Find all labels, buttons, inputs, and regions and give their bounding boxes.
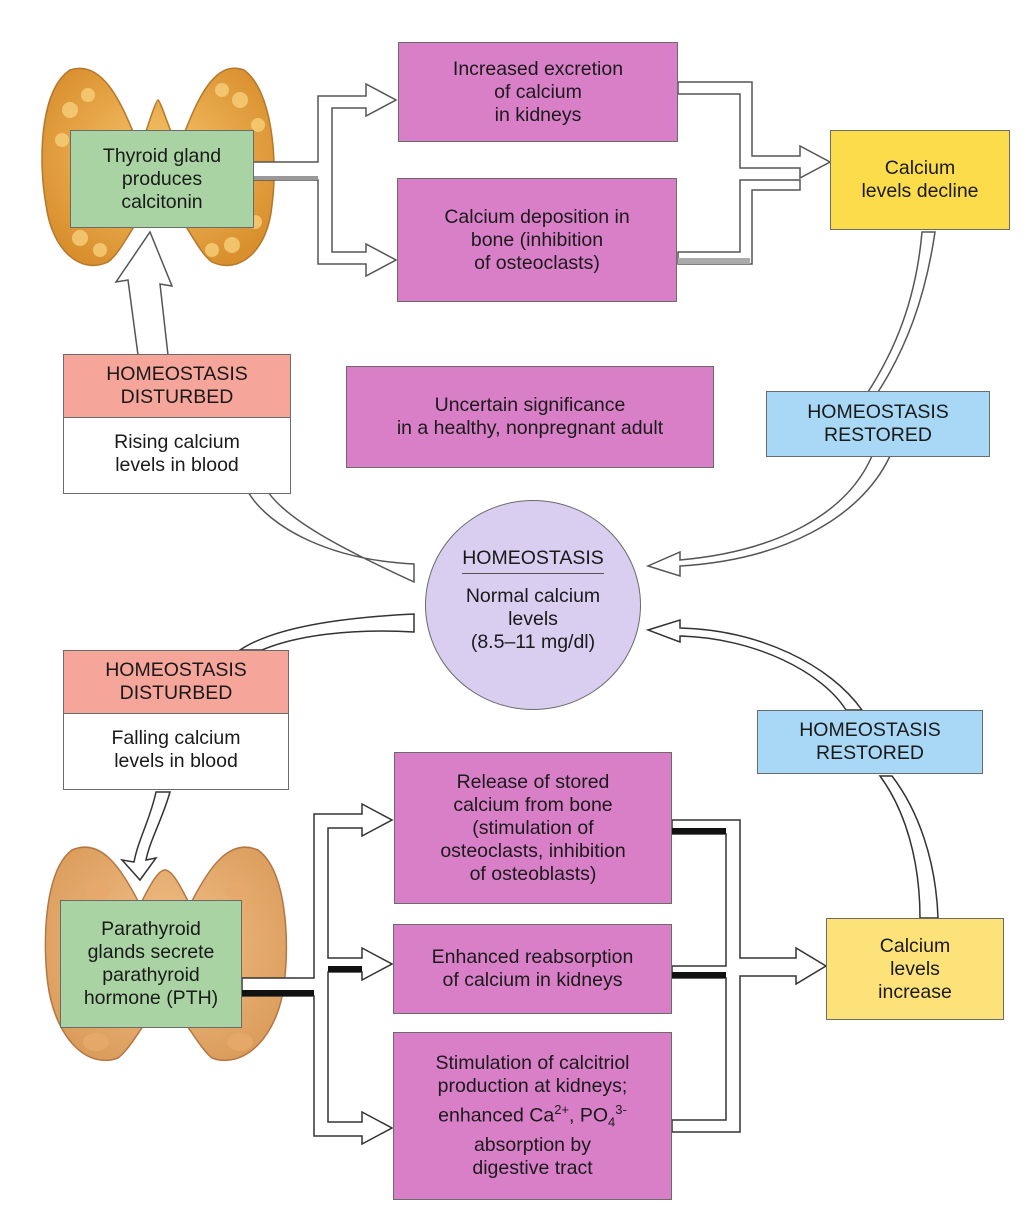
calcitriol-line-5: digestive tract bbox=[472, 1156, 593, 1179]
calcitriol-box: Stimulation of calcitriol production at … bbox=[393, 1032, 672, 1200]
calcitriol-line-1: Stimulation of calcitriol bbox=[435, 1052, 630, 1075]
homeostasis-disturbed-falling: HOMEOSTASIS DISTURBED Falling calcium le… bbox=[63, 650, 289, 790]
uncertain-significance-box: Uncertain significance in a healthy, non… bbox=[346, 366, 714, 468]
homeostasis-header: HOMEOSTASIS bbox=[462, 547, 604, 569]
homeostasis-disturbed-rising: HOMEOSTASIS DISTURBED Rising calcium lev… bbox=[63, 354, 291, 494]
disturbed-body-rising: Rising calcium levels in blood bbox=[114, 431, 240, 476]
calcitriol-line-3: enhanced Ca2+, PO43- bbox=[438, 1102, 627, 1130]
homeostasis-restored-top: HOMEOSTASIS RESTORED bbox=[766, 391, 990, 457]
calcium-increase-text: Calcium levels increase bbox=[878, 934, 952, 1003]
disturbed-body-falling: Falling calcium levels in blood bbox=[111, 727, 241, 772]
excretion-text: Increased excretion of calcium in kidney… bbox=[452, 57, 624, 126]
homeostasis-restored-bottom: HOMEOSTASIS RESTORED bbox=[757, 710, 983, 774]
deposition-text: Calcium deposition in bone (inhibition o… bbox=[444, 205, 630, 274]
parathyroid-box: Parathyroid glands secrete parathyroid h… bbox=[60, 900, 242, 1028]
calcium-decline-text: Calcium levels decline bbox=[861, 157, 979, 202]
disturbed-header-rising: HOMEOSTASIS DISTURBED bbox=[64, 355, 290, 418]
thyroid-box: Thyroid gland produces calcitonin bbox=[70, 130, 254, 228]
restored-text-bottom: HOMEOSTASIS RESTORED bbox=[799, 719, 941, 764]
calcium-increase-box: Calcium levels increase bbox=[826, 918, 1004, 1020]
disturbed-header-falling: HOMEOSTASIS DISTURBED bbox=[64, 651, 288, 714]
release-calcium-box: Release of stored calcium from bone (sti… bbox=[394, 752, 672, 904]
restored-text-top: HOMEOSTASIS RESTORED bbox=[807, 401, 949, 446]
homeostasis-normal-levels: HOMEOSTASIS Normal calcium levels (8.5–1… bbox=[425, 500, 641, 710]
uncertain-significance-text: Uncertain significance in a healthy, non… bbox=[396, 394, 664, 439]
calcium-decline-box: Calcium levels decline bbox=[830, 130, 1010, 230]
release-calcium-text: Release of stored calcium from bone (sti… bbox=[440, 770, 626, 885]
reabsorption-text: Enhanced reabsorption of calcium in kidn… bbox=[431, 946, 634, 991]
calcitriol-line-4: absorption by bbox=[473, 1133, 592, 1156]
reabsorption-box: Enhanced reabsorption of calcium in kidn… bbox=[393, 924, 672, 1014]
deposition-box: Calcium deposition in bone (inhibition o… bbox=[397, 178, 677, 302]
bottom-loop-arrows bbox=[120, 613, 939, 1146]
excretion-box: Increased excretion of calcium in kidney… bbox=[398, 42, 678, 142]
calcitriol-line-2: production at kidneys; bbox=[437, 1075, 628, 1098]
homeostasis-divider bbox=[462, 573, 604, 574]
parathyroid-text: Parathyroid glands secrete parathyroid h… bbox=[83, 918, 219, 1009]
top-loop-arrows bbox=[114, 81, 936, 584]
normal-calcium-levels-text: Normal calcium levels (8.5–11 mg/dl) bbox=[465, 585, 601, 653]
thyroid-text: Thyroid gland produces calcitonin bbox=[102, 144, 222, 213]
